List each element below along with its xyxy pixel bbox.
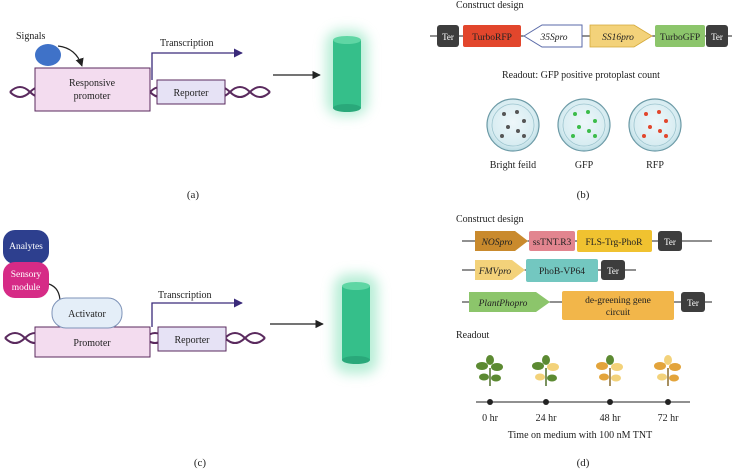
caption-b: (b) (577, 189, 590, 201)
sensory-label-line1: Sensory (11, 270, 42, 280)
construct-title-d: Construct design (456, 214, 524, 225)
ter-row2-label: Ter (607, 266, 619, 276)
caption-a: (a) (187, 189, 200, 201)
reporter-box (156, 79, 226, 105)
panel-c: Analytes Sensory module Promoter Activat… (3, 230, 378, 469)
caption-c: (c) (194, 457, 207, 469)
turbo-rfp-part (463, 25, 521, 47)
promoter-box-c (34, 326, 151, 358)
readout-label-d: Readout (456, 330, 490, 341)
timepoint-72: 72 hr (658, 413, 680, 424)
ter-left-label-b: Ter (442, 32, 454, 42)
dish-label-rfp: RFP (646, 160, 664, 171)
construct-title-b: Construct design (456, 0, 524, 11)
plant-0hr (476, 355, 503, 386)
timeline-dot-48 (607, 399, 613, 405)
degreening-label-line2: circuit (606, 308, 631, 318)
plantpho-promoter-arrow (469, 292, 550, 312)
fmv-promoter-arrow (475, 260, 525, 280)
reporter-box-c (157, 326, 227, 352)
dish-label-bright-field: Bright feild (490, 160, 536, 171)
timepoint-24: 24 hr (536, 413, 558, 424)
transcription-label-c: Transcription (158, 290, 212, 301)
promoter-35s-arrow (523, 24, 583, 48)
transcription-arrow-c (151, 298, 243, 327)
plant-24hr (532, 355, 559, 386)
plantpho-promoter-label: PlantPhopro (478, 299, 528, 309)
nos-promoter-label: NOSpro (481, 238, 513, 248)
promoter-label-line1: Responsive (69, 78, 116, 89)
ter-right-b (706, 25, 728, 47)
ter-row1 (658, 231, 682, 251)
dish-rfp (628, 98, 682, 152)
reporter-cylinder-a (326, 30, 368, 116)
promoter-label-c: Promoter (73, 338, 111, 349)
ter-row1-label: Ter (664, 237, 676, 247)
plant-48hr (596, 355, 623, 386)
analytes-block (3, 230, 49, 264)
caption-d: (d) (577, 457, 590, 469)
reporter-cylinder-c (334, 274, 378, 374)
ter-left-b (437, 25, 459, 47)
readout-label-b: Readout: GFP positive protoplast count (502, 70, 660, 81)
analytes-label: Analytes (9, 242, 43, 252)
nos-promoter-arrow (475, 231, 528, 251)
timeline-dot-0 (487, 399, 493, 405)
fls-label: FLS-Trg-PhoR (585, 238, 643, 248)
ter-row3-label: Ter (687, 298, 699, 308)
turbo-gfp-part-box (655, 25, 705, 47)
promoter-35s-label: 35Spro (539, 33, 567, 43)
activator-label: Activator (68, 309, 106, 320)
timeline-axis-label: Time on medium with 100 nM TNT (508, 430, 652, 441)
sensory-module-block (3, 262, 49, 298)
phob-part (526, 259, 598, 282)
timepoint-48: 48 hr (600, 413, 622, 424)
sensory-link (48, 283, 61, 303)
degreening-circuit-part (562, 291, 674, 320)
reporter-label-c: Reporter (175, 335, 211, 346)
dish-label-gfp: GFP (575, 160, 594, 171)
panel-a: Responsive promoter Reporter Signals Tra… (9, 30, 368, 201)
transcription-arrow-a (151, 48, 243, 80)
sstnt-label: ssTNT.R3 (533, 238, 572, 248)
dish-bright-field (486, 98, 540, 152)
fls-part (577, 230, 652, 252)
degreening-label-line1: de-greening gene (585, 296, 651, 306)
turbo-gfp-label: TurboGFP (660, 33, 700, 43)
signals-label: Signals (16, 31, 46, 42)
signal-arrow (57, 45, 84, 67)
phob-label: PhoB-VP64 (539, 267, 585, 277)
activator-block (51, 297, 123, 329)
sensory-label-line2: module (12, 283, 41, 293)
ter-right-label-b: Ter (711, 32, 723, 42)
ter-row3 (681, 292, 705, 312)
responsive-promoter-box (34, 67, 151, 112)
panel-b: Construct design Ter TurboRFP 35Spro SS1… (430, 0, 732, 201)
promoter-ss16-label: SS16pro (602, 33, 634, 43)
turbo-rfp-label: TurboRFP (472, 33, 512, 43)
plant-72hr (654, 355, 681, 386)
timepoint-0: 0 hr (482, 413, 499, 424)
timeline-dot-72 (665, 399, 671, 405)
sstnt-part (529, 231, 575, 251)
transcription-label-a: Transcription (160, 38, 214, 49)
ter-row2 (601, 260, 625, 280)
reporter-label: Reporter (174, 88, 210, 99)
signal-molecule (35, 44, 61, 66)
panel-d: Construct design NOSpro ssTNT.R3 FLS-Trg… (456, 214, 712, 469)
promoter-ss16-arrow (589, 24, 653, 48)
dish-gfp (557, 98, 611, 152)
promoter-label-line2: promoter (74, 91, 111, 102)
fmv-promoter-label: FMVpro (478, 267, 512, 277)
timeline-dot-24 (543, 399, 549, 405)
